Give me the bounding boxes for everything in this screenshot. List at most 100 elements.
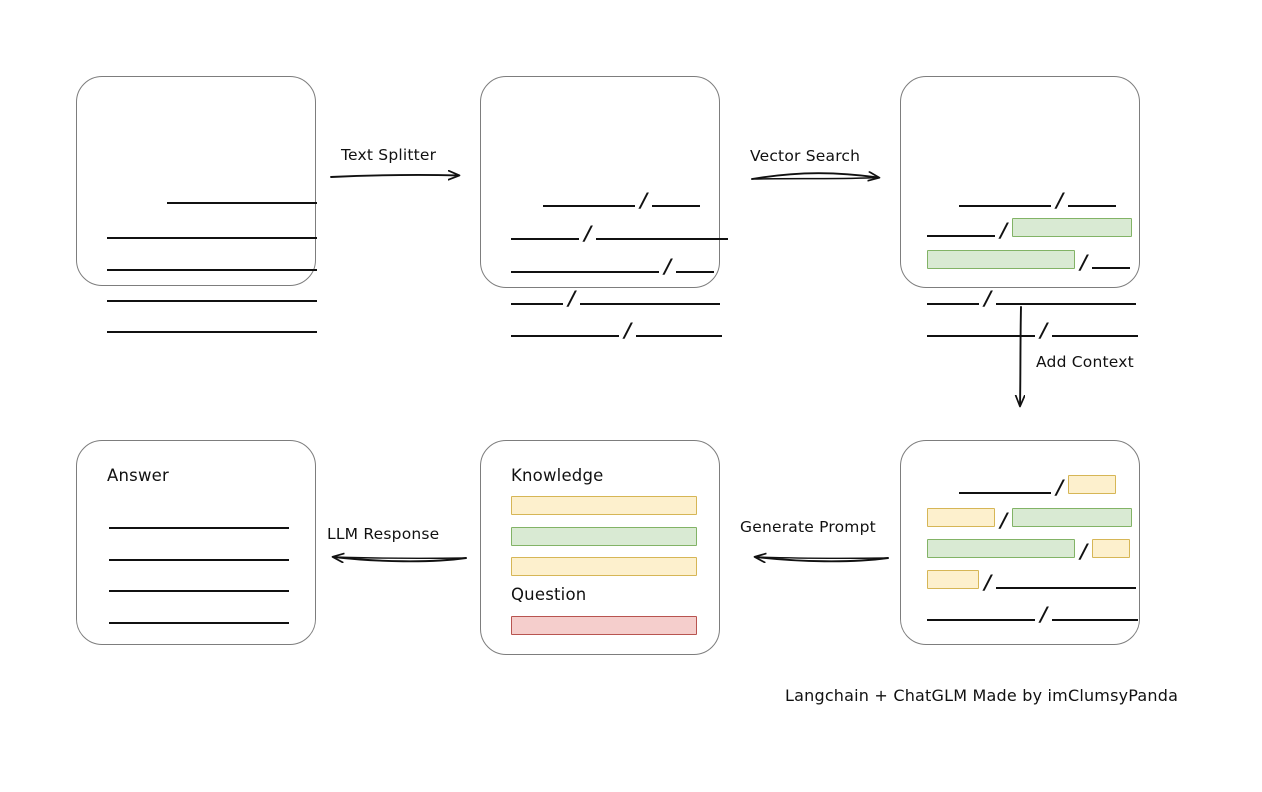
edge-label-vector-search: Vector Search bbox=[750, 147, 861, 165]
knowledge-bar-yellow bbox=[511, 557, 697, 576]
text-line-segment bbox=[676, 259, 715, 273]
text-line-segment bbox=[1052, 323, 1139, 337]
text-line-segment bbox=[1092, 255, 1131, 269]
chunk-row: / bbox=[511, 253, 715, 278]
chunk-row: / bbox=[511, 317, 723, 342]
chunk-separator: / bbox=[664, 254, 672, 278]
highlighted-chunk-green bbox=[1012, 508, 1133, 527]
footer-credit: Langchain + ChatGLM Made by imClumsyPand… bbox=[785, 686, 1179, 705]
text-line-segment bbox=[107, 319, 317, 333]
chunk-separator: / bbox=[984, 570, 992, 594]
chunk-row: / bbox=[927, 507, 1133, 532]
chunk-row: / bbox=[927, 538, 1131, 563]
text-line-segment bbox=[1068, 193, 1117, 207]
chunk-row: / bbox=[511, 220, 729, 245]
chunk-separator: / bbox=[1000, 218, 1008, 242]
text-row bbox=[107, 282, 317, 302]
knowledge-caption: Knowledge bbox=[511, 466, 604, 485]
highlighted-chunk-yellow bbox=[1068, 475, 1117, 494]
question-bar-row bbox=[511, 615, 697, 635]
chunk-separator: / bbox=[1056, 188, 1064, 212]
highlighted-chunk-green bbox=[1012, 218, 1133, 237]
text-line-segment bbox=[107, 288, 317, 302]
split-chunks-rows: / / / / / bbox=[481, 77, 729, 340]
node-prompt[interactable]: Knowledge Question bbox=[480, 440, 720, 655]
chunk-row: / bbox=[927, 249, 1131, 272]
text-line-segment bbox=[167, 190, 317, 204]
node-answer[interactable]: Answer bbox=[76, 440, 316, 645]
text-line-segment bbox=[109, 610, 289, 624]
chunk-separator: / bbox=[1080, 539, 1088, 563]
knowledge-bar-yellow bbox=[511, 496, 697, 515]
chunk-row: / bbox=[927, 285, 1137, 308]
knowledge-bar-row bbox=[511, 526, 697, 546]
question-caption: Question bbox=[511, 585, 587, 604]
text-line-segment bbox=[511, 259, 659, 273]
highlighted-chunk-green bbox=[927, 539, 1075, 558]
edge-label-generate-prompt: Generate Prompt bbox=[740, 518, 876, 536]
text-line-segment bbox=[109, 547, 289, 561]
text-line-segment bbox=[959, 480, 1051, 494]
text-line-segment bbox=[596, 226, 729, 240]
chunk-separator: / bbox=[624, 318, 632, 342]
chunk-row: / bbox=[927, 317, 1139, 342]
node-context-chunks[interactable]: / / / / / bbox=[900, 440, 1140, 645]
chunk-separator: / bbox=[1000, 508, 1008, 532]
knowledge-bar-row bbox=[511, 556, 697, 576]
chunk-separator: / bbox=[1040, 602, 1048, 626]
chunk-row: / bbox=[927, 474, 1117, 499]
text-line-segment bbox=[927, 223, 995, 237]
text-line-segment bbox=[652, 193, 701, 207]
node-matched-chunks[interactable]: / / / / / bbox=[900, 76, 1140, 340]
matched-chunks-rows: / / / / / bbox=[901, 77, 1139, 340]
context-chunks-rows: / / / / / bbox=[901, 441, 1139, 644]
text-line-segment bbox=[959, 193, 1051, 207]
text-line-segment bbox=[580, 291, 721, 305]
chunk-separator: / bbox=[1056, 475, 1064, 499]
chunk-row: / bbox=[927, 601, 1139, 626]
text-line-segment bbox=[511, 226, 579, 240]
chunk-separator: / bbox=[584, 221, 592, 245]
arrow-text-splitter bbox=[330, 175, 458, 177]
chunk-row: / bbox=[927, 569, 1137, 594]
chunk-separator: / bbox=[1040, 318, 1048, 342]
text-row bbox=[107, 219, 317, 239]
text-row bbox=[107, 313, 317, 333]
chunk-row: / bbox=[511, 187, 701, 210]
text-line-segment bbox=[109, 515, 289, 529]
text-line-segment bbox=[107, 257, 317, 271]
text-line-segment bbox=[543, 193, 635, 207]
arrow-vector-search bbox=[751, 173, 878, 179]
text-row bbox=[109, 541, 289, 561]
text-line-segment bbox=[511, 323, 619, 337]
chunk-row: / bbox=[511, 285, 721, 310]
edge-label-text-splitter: Text Splitter bbox=[341, 146, 437, 164]
edge-label-llm-response: LLM Response bbox=[327, 525, 440, 543]
chunk-row: / bbox=[927, 217, 1133, 242]
chunk-row: / bbox=[927, 187, 1117, 212]
text-row bbox=[109, 604, 289, 624]
text-line-segment bbox=[636, 323, 723, 337]
text-line-segment bbox=[996, 575, 1137, 589]
text-line-segment bbox=[996, 291, 1137, 305]
highlighted-chunk-green bbox=[927, 250, 1075, 269]
arrow-generate-prompt bbox=[756, 557, 889, 561]
answer-caption: Answer bbox=[107, 466, 169, 485]
node-split-chunks[interactable]: / / / / / bbox=[480, 76, 729, 340]
knowledge-bar-row bbox=[511, 495, 697, 515]
text-row bbox=[107, 251, 317, 271]
chunk-separator: / bbox=[568, 286, 576, 310]
text-line-segment bbox=[927, 323, 1035, 337]
question-bar-red bbox=[511, 616, 697, 635]
text-line-segment bbox=[927, 291, 979, 305]
source-document-rows bbox=[77, 77, 317, 333]
text-row bbox=[107, 184, 317, 204]
text-line-segment bbox=[107, 225, 317, 239]
arrow-llm-response bbox=[334, 557, 467, 561]
node-source-document[interactable] bbox=[76, 76, 317, 333]
highlighted-chunk-yellow bbox=[927, 570, 979, 589]
text-line-segment bbox=[511, 291, 563, 305]
text-line-segment bbox=[109, 578, 289, 592]
text-row bbox=[109, 509, 289, 529]
